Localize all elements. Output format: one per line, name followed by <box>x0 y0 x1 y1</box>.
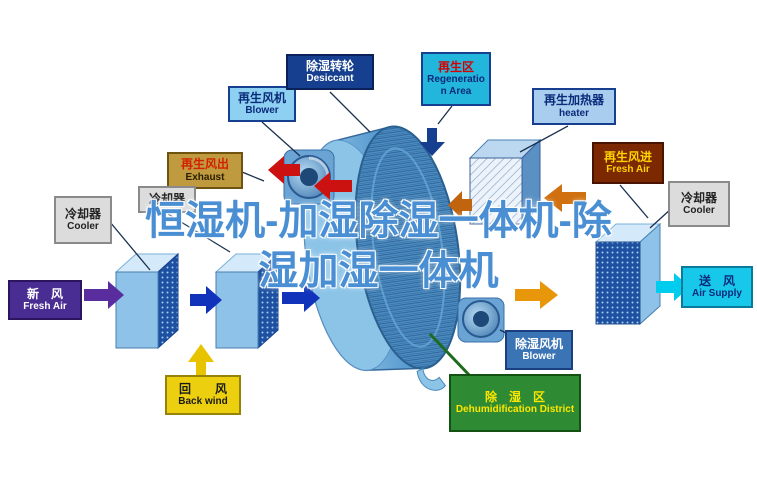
label-desiccant-wheel: 除湿转轮 Desiccant <box>286 54 374 90</box>
label-regen-heater: 再生加热器 heater <box>532 88 616 125</box>
label-regen-area-zh: 再生区 <box>437 59 474 74</box>
label-back-wind: 回 风 Back wind <box>165 375 241 415</box>
regen-exhaust-arrow-1 <box>314 172 352 200</box>
label-back-wind-en: Back wind <box>178 396 228 408</box>
label-desiccant-zh: 除湿转轮 <box>305 58 354 73</box>
label-exhaust-en: Exhaust <box>185 171 225 183</box>
label-exhaust: 再生风出 Exhaust <box>167 152 243 189</box>
label-dehumid-blower: 除湿风机 Blower <box>505 330 573 370</box>
fresh-air-arrow <box>84 281 124 309</box>
label-regen-area: 再生区 Regeneration Area <box>421 52 491 106</box>
label-regen-blower-en: Blower <box>245 105 279 117</box>
label-regen-fresh-air: 再生风进 Fresh Air <box>592 142 664 184</box>
label-cooler-left: 冷却器 Cooler <box>54 196 112 244</box>
watermark-line-2: 湿加湿一体机 <box>258 249 499 293</box>
label-fresh-air: 新 风 Fresh Air <box>8 280 82 320</box>
label-cooler-right-en: Cooler <box>683 205 715 217</box>
cooler-box-left-1 <box>114 252 180 350</box>
label-dehumid-blower-zh: 除湿风机 <box>514 336 563 351</box>
regen-heat-arrow-2 <box>448 191 472 219</box>
label-fresh-air-zh: 新 风 <box>26 286 63 301</box>
regen-exhaust-arrow-2 <box>268 156 300 184</box>
supply-arrow-1 <box>515 281 558 309</box>
label-regen-heater-zh: 再生加热器 <box>543 93 604 108</box>
regen-area-arrow <box>419 128 445 156</box>
regen-heat-arrow-1 <box>544 184 586 212</box>
label-regen-fresh-air-zh: 再生风进 <box>603 149 652 164</box>
label-cooler-right: 冷却器 Cooler <box>668 181 730 227</box>
label-cooler-right-zh: 冷却器 <box>680 190 717 205</box>
callout-lines <box>109 91 673 349</box>
wheel-bracket <box>416 367 447 391</box>
process-arrow-1 <box>190 286 222 314</box>
cooler-box-left-2 <box>214 252 280 350</box>
watermark-line-1: 恒湿机-加湿除湿一体机-除 <box>145 199 612 243</box>
process-arrow-2 <box>282 284 320 312</box>
label-regen-heater-en: heater <box>558 107 589 119</box>
label-dehumid-district-en: Dehumidification District <box>455 404 575 416</box>
desiccant-wheel <box>303 125 462 391</box>
label-air-supply-zh: 送 风 <box>698 273 735 288</box>
label-cooler-left-2: 冷却器 <box>138 186 196 213</box>
label-dehumid-district-zh: 除 湿 区 <box>484 389 545 404</box>
label-air-supply: 送 风 Air Supply <box>681 266 753 308</box>
label-cooler-left-zh: 冷却器 <box>64 206 101 221</box>
dehumid-blower-fan <box>457 297 505 343</box>
label-regen-blower-zh: 再生风机 <box>237 90 286 105</box>
label-exhaust-zh: 再生风出 <box>180 157 229 172</box>
back-wind-arrow <box>188 344 214 380</box>
watermark-text: 恒湿机-加湿除湿一体机-除 湿加湿一体机 <box>0 196 757 296</box>
label-desiccant-en: Desiccant <box>306 73 354 85</box>
label-fresh-air-en: Fresh Air <box>23 301 67 313</box>
label-regen-area-en: Regeneration Area <box>427 74 485 98</box>
label-regen-blower: 再生风机 Blower <box>228 86 296 122</box>
label-cooler-left-2-zh: 冷却器 <box>148 192 185 207</box>
label-dehumid-blower-en: Blower <box>522 351 556 363</box>
label-cooler-left-en: Cooler <box>67 221 99 233</box>
label-dehumid-district: 除 湿 区 Dehumidification District <box>449 374 581 432</box>
district-leader-line <box>428 332 474 380</box>
label-regen-fresh-air-en: Fresh Air <box>606 164 650 176</box>
regen-heater-box <box>468 138 542 226</box>
cooler-box-right <box>594 222 662 326</box>
label-air-supply-en: Air Supply <box>691 288 742 300</box>
label-back-wind-zh: 回 风 <box>178 381 227 396</box>
